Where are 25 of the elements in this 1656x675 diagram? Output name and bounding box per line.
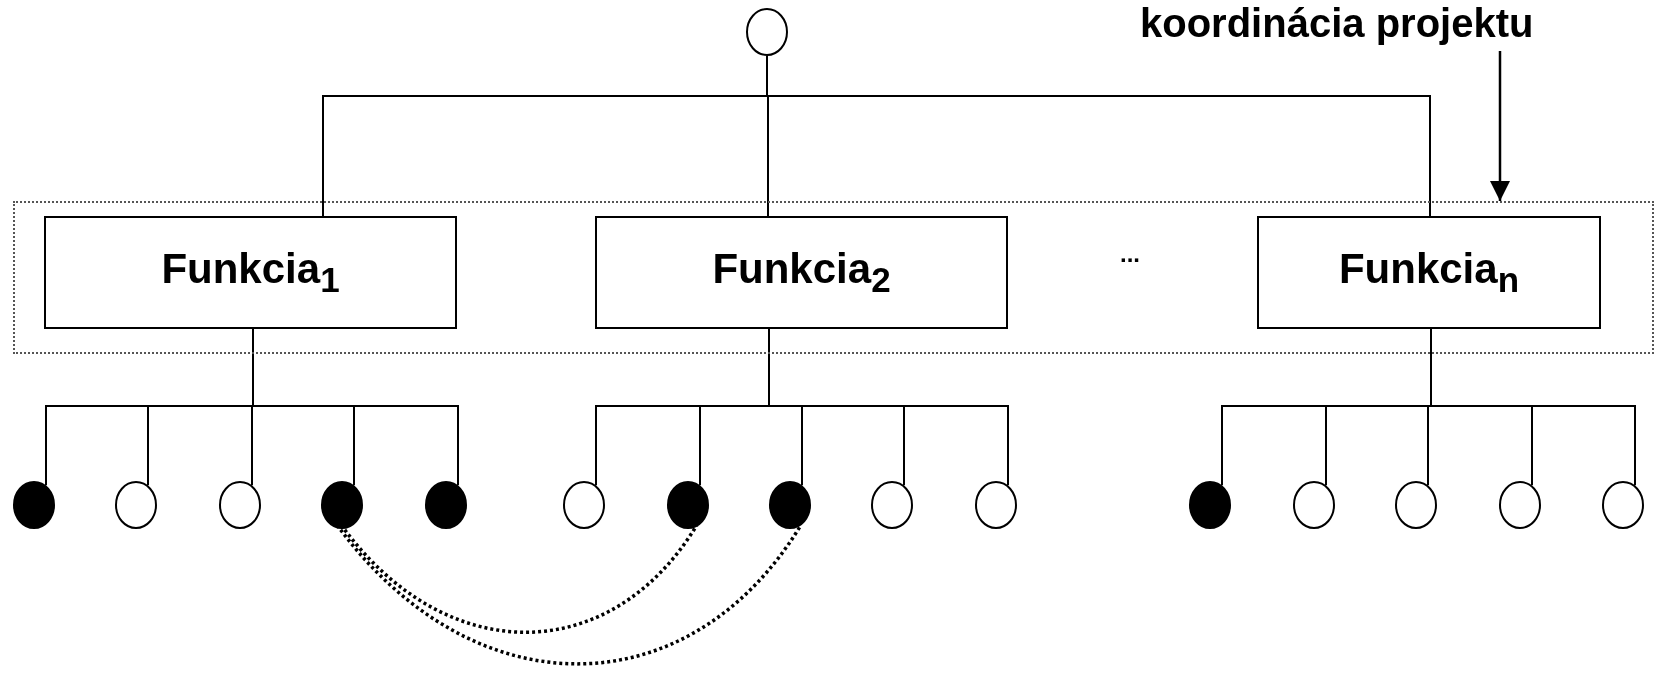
function-box: Funkcia$_{2}$ <box>595 216 1008 329</box>
filled-circle <box>1189 481 1231 529</box>
function-box: Funkcia$_{n}$ <box>1257 216 1601 329</box>
function-box: Funkcia$_{1}$ <box>44 216 457 329</box>
circle-node <box>115 481 157 529</box>
circle-node <box>746 8 788 56</box>
circle-node <box>219 481 261 529</box>
circle-node <box>1602 481 1644 529</box>
ellipsis-text: ... <box>1120 240 1140 268</box>
circle-node <box>563 481 605 529</box>
filled-circle <box>667 481 709 529</box>
tree-connector <box>1430 328 1636 487</box>
filled-circle <box>425 481 467 529</box>
circle-node <box>1395 481 1437 529</box>
circle-node <box>1293 481 1335 529</box>
filled-circle <box>13 481 55 529</box>
filled-circle <box>769 481 811 529</box>
circle-node <box>871 481 913 529</box>
dotted-group-frame <box>13 201 1654 354</box>
annotation-text: koordinácia projektu <box>1140 1 1534 45</box>
filled-circle <box>321 481 363 529</box>
circle-node <box>1499 481 1541 529</box>
tree-connector <box>252 328 459 487</box>
circle-node <box>975 481 1017 529</box>
arrow <box>1490 51 1510 201</box>
